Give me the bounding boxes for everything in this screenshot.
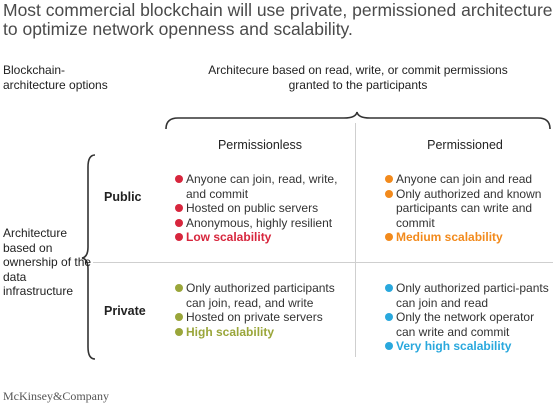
page-title: Most commercial blockchain will use priv… — [3, 0, 553, 39]
list-item: Only authorized participants can join, r… — [175, 281, 340, 310]
list-item: Anonymous, highly resilient — [175, 216, 347, 231]
row-header-public: Public — [104, 190, 142, 204]
list-item: Only authorized and known participants c… — [385, 187, 555, 231]
list-item: Hosted on private servers — [175, 310, 340, 325]
bullet-dot-icon — [385, 175, 393, 183]
left-brace — [81, 154, 96, 360]
scalability-label: High scalability — [175, 325, 340, 340]
scalability-label: Low scalability — [175, 230, 347, 245]
bullet-dot-icon — [175, 284, 183, 292]
column-header-permissioned: Permissioned — [427, 138, 503, 152]
bullet-dot-icon — [175, 204, 183, 212]
bullet-dot-icon — [385, 233, 393, 241]
permissions-label: Architecure based on read, write, or com… — [208, 63, 508, 92]
row-divider — [93, 262, 553, 263]
ownership-label: Architecture based on ownership of the d… — [3, 226, 92, 298]
cell-public-permissionless: Anyone can join, read, write, and commit… — [175, 172, 347, 245]
list-item: Hosted on public servers — [175, 201, 347, 216]
list-item: Only authorized partici-pants can join a… — [385, 281, 550, 310]
bullet-dot-icon — [175, 175, 183, 183]
top-brace — [165, 111, 551, 130]
scalability-label: Medium scalability — [385, 230, 555, 245]
bullet-dot-icon — [385, 313, 393, 321]
bullet-dot-icon — [385, 284, 393, 292]
options-label: Blockchain- architecture options — [3, 63, 108, 92]
bullet-dot-icon — [175, 313, 183, 321]
cell-public-permissioned: Anyone can join and read Only authorized… — [385, 172, 555, 245]
list-item: Only the network operator can write and … — [385, 310, 550, 339]
bullet-dot-icon — [175, 327, 183, 336]
list-item: Anyone can join, read, write, and commit — [175, 172, 347, 201]
bullet-dot-icon — [175, 218, 183, 227]
row-header-private: Private — [104, 304, 146, 318]
column-divider — [355, 123, 356, 357]
scalability-label: Very high scalability — [385, 339, 550, 354]
list-item: Anyone can join and read — [385, 172, 555, 187]
cell-private-permissionless: Only authorized participants can join, r… — [175, 281, 340, 339]
bullet-dot-icon — [385, 189, 393, 198]
column-header-permissionless: Permissionless — [217, 138, 303, 152]
bullet-dot-icon — [385, 342, 393, 350]
bullet-dot-icon — [175, 233, 183, 241]
cell-private-permissioned: Only authorized partici-pants can join a… — [385, 281, 550, 354]
brand-logo: McKinsey&Company — [3, 389, 109, 403]
